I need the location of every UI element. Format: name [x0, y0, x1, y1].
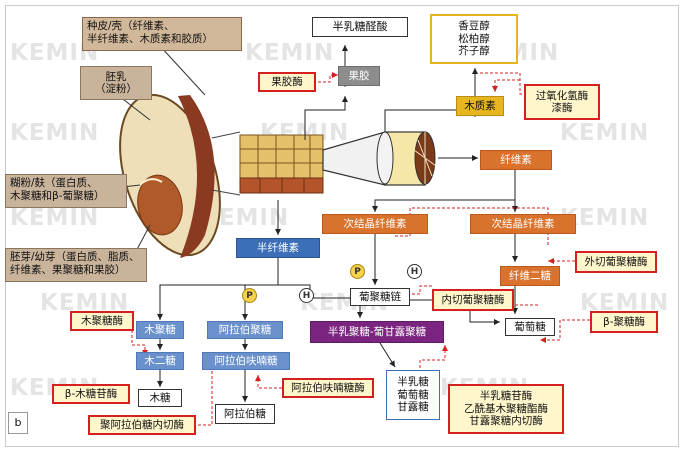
endosperm-label-line: 胚乳: [105, 70, 127, 83]
lignin-node: 木质素: [456, 96, 504, 116]
enzyme-line: 漆酶: [551, 102, 573, 114]
xylobiose-node: 木二糖: [136, 352, 184, 370]
endoglucanase-enzyme: 内切葡聚糖酶: [432, 289, 514, 311]
germ-label-line: 胚芽/幼芽（蛋白质、脂质、: [10, 251, 140, 263]
endosperm-label: 胚乳 （淀粉）: [80, 66, 152, 100]
bran-label-line: 糊粉/麸（蛋白质、: [10, 177, 98, 189]
germ-label-line: 纤维素、果聚糖和果胶）: [10, 263, 126, 276]
watermark: KEMIN: [10, 205, 100, 231]
frame-border: [5, 5, 679, 447]
lignin-enzymes: 过氧化氢酶 漆酶: [524, 84, 600, 120]
galacturonic-acid-node: 半乳糖醛酸: [312, 17, 408, 37]
enzyme-line: 乙酰基木聚糖酯酶: [464, 402, 548, 415]
hydrolase-badge: H: [299, 288, 314, 303]
mannan-enzymes: 半乳糖苷酶 乙酰基木聚糖酯酶 甘露聚糖内切酶: [448, 384, 564, 434]
phosphorylase-badge: P: [350, 264, 365, 279]
arabinofuranosidase-enzyme: 阿拉伯呋喃糖酶: [282, 378, 374, 398]
glucose-right-node: 葡萄糖: [505, 318, 555, 336]
germ-label: 胚芽/幼芽（蛋白质、脂质、 纤维素、果聚糖和果胶）: [5, 248, 147, 282]
enzyme-line: 甘露聚糖内切酶: [469, 415, 543, 428]
xylose-node: 木糖: [138, 389, 182, 407]
crystalline-cellulose-node: 次结晶纤维素: [470, 214, 576, 234]
alcohol-line: 香豆醇: [458, 20, 490, 33]
alcohol-line: 芥子醇: [458, 45, 490, 58]
enzyme-line: 过氧化氢酶: [535, 89, 589, 102]
arabinan-node: 阿拉伯聚糖: [207, 321, 283, 339]
beta-xylosidase-enzyme: β-木糖苷酶: [52, 384, 130, 404]
watermark: KEMIN: [560, 120, 650, 146]
hexoses-node: 半乳糖 葡萄糖 甘露糖: [386, 370, 440, 420]
husk-label-line: 种皮/壳（纤维素、: [87, 20, 175, 32]
exoglucanase-enzyme: 外切葡聚糖酶: [575, 251, 657, 273]
hemicellulose-node: 半纤维素: [236, 238, 320, 258]
enzyme-line: 半乳糖苷酶: [479, 390, 533, 403]
amorphous-cellulose-node: 次结晶纤维素: [322, 214, 428, 234]
arabinose-node: 阿拉伯糖: [215, 404, 275, 424]
phosphorylase-badge: P: [242, 288, 257, 303]
panel-label: b: [8, 412, 28, 434]
galactoglucomannan-node: 半乳聚糖-葡甘露聚糖: [310, 321, 444, 343]
hydrolase-badge: H: [407, 264, 422, 279]
cellobiose-node: 纤维二糖: [500, 266, 560, 286]
pectin-node: 果胶: [338, 66, 380, 86]
endosperm-label-line: （淀粉）: [95, 83, 137, 95]
lignin-alcohols-node: 香豆醇 松柏醇 芥子醇: [430, 14, 518, 64]
bran-label: 糊粉/麸（蛋白质、 木聚糖和β-葡聚糖）: [5, 174, 127, 208]
watermark: KEMIN: [10, 120, 100, 146]
alcohol-line: 松柏醇: [458, 32, 490, 45]
watermark: KEMIN: [245, 40, 335, 66]
husk-label: 种皮/壳（纤维素、 半纤维素、木质素和胶质）: [82, 17, 242, 51]
hexose-line: 半乳糖: [397, 376, 429, 389]
cellulose-node: 纤维素: [480, 150, 552, 170]
endo-arabinanase-enzyme: 聚阿拉伯糖内切酶: [88, 415, 196, 435]
husk-label-line: 半纤维素、木质素和胶质）: [87, 32, 213, 45]
hexose-line: 葡萄糖: [397, 388, 429, 401]
bran-label-line: 木聚糖和β-葡聚糖）: [10, 189, 105, 202]
grain-kernel-illustration: [119, 93, 221, 258]
fiber-illustration: [322, 131, 437, 186]
cell-wall-tissue-illustration: [211, 131, 324, 196]
glucan-chain-node: 葡聚糖链: [350, 288, 410, 306]
hexose-line: 甘露糖: [397, 401, 429, 414]
pectinase-enzyme: 果胶酶: [258, 72, 316, 92]
xylan-node: 木聚糖: [136, 321, 184, 339]
xylanase-enzyme: 木聚糖酶: [70, 311, 134, 331]
arabinofuranose-node: 阿拉伯呋喃糖: [202, 352, 290, 370]
beta-glucanase-enzyme: β-聚糖酶: [590, 311, 658, 333]
